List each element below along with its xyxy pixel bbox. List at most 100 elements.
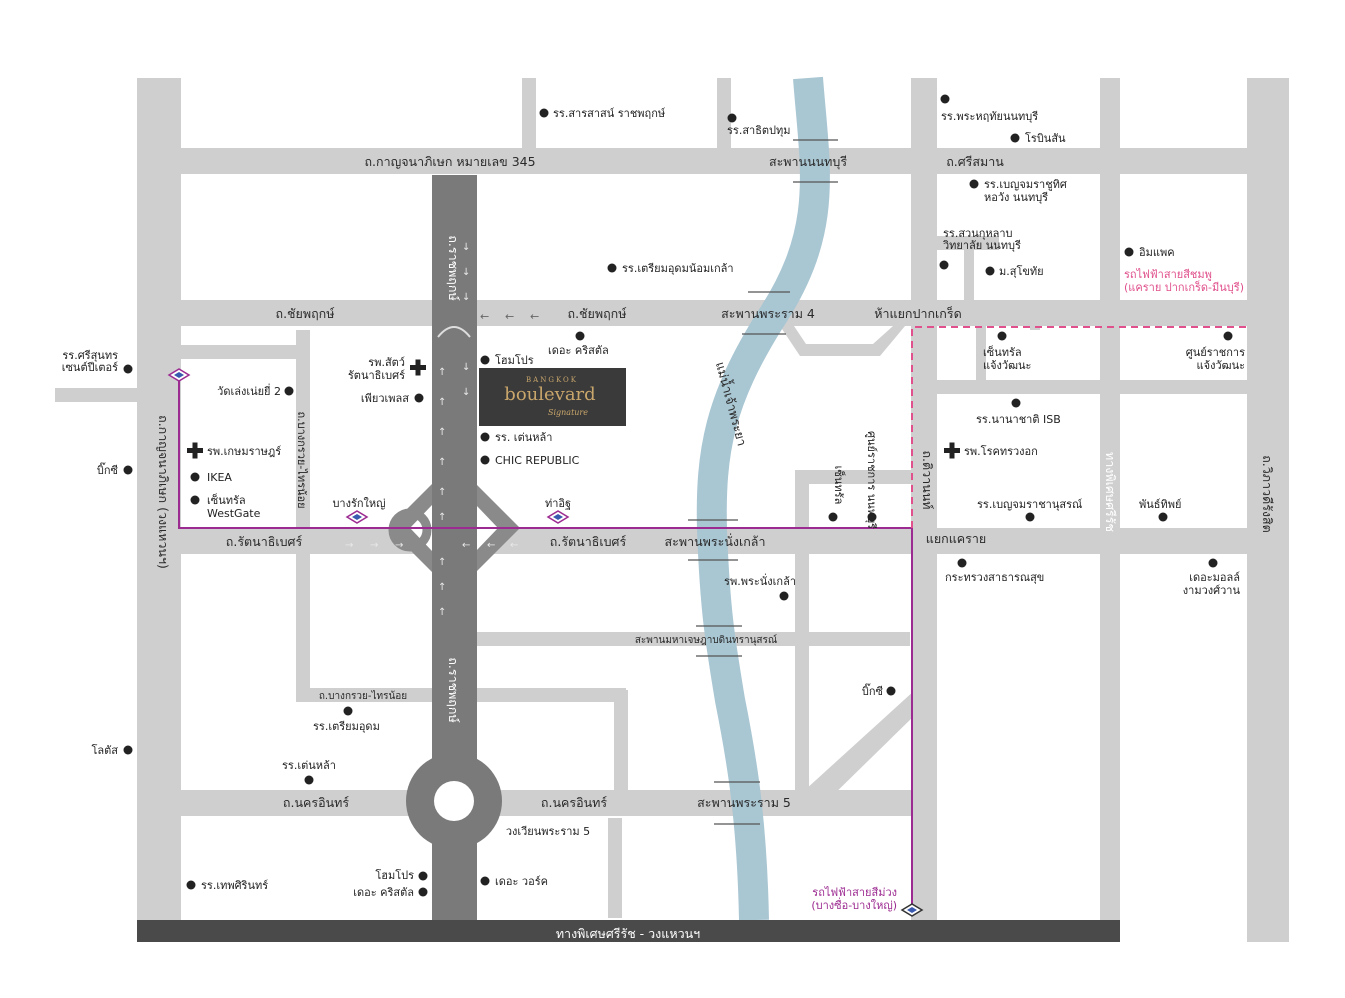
label-sriman: ถ.ศรีสมาน xyxy=(946,154,1004,169)
label-chaiyaphruek-mid: ถ.ชัยพฤกษ์ xyxy=(568,306,627,321)
purple-line xyxy=(178,375,913,905)
place-text: ศูนย์ราชการ xyxy=(1186,346,1245,359)
bridge-marks xyxy=(688,139,838,825)
place-the-walk: เดอะ วอร์ค xyxy=(495,875,548,888)
road-central-rt xyxy=(795,470,915,484)
label-kanchana-west: ถ.กาญจนาภิเษก (วงแหวนฯ) xyxy=(156,415,171,569)
place-satit-pathum: รร.สาธิตปทุม xyxy=(727,124,791,137)
road-east-stub xyxy=(1120,380,1250,394)
place-saint-peter: รร.ศรีสุนทรเซนต์ปีเตอร์ xyxy=(62,349,118,374)
svg-text:↑: ↑ xyxy=(438,512,446,523)
road-chaiyaphruek xyxy=(137,300,1289,326)
station-icon xyxy=(900,903,924,917)
svg-text:←: ← xyxy=(530,310,539,323)
place-lotus: โลตัส xyxy=(91,743,118,757)
label-rattanathibet-mid: ถ.รัตนาธิเบศร์ xyxy=(550,534,627,549)
logo-sub: Signature xyxy=(548,408,588,417)
label-bridge-rama5: สะพานพระราม 5 xyxy=(697,795,791,810)
place-text: รร.สวนกุหลาบ xyxy=(943,227,1013,240)
place-benjamarachanusorn: รร.เบญจมราชูทิศหอวัง นนทบุรี xyxy=(984,178,1067,204)
road-minor-1 xyxy=(614,690,628,790)
logo-main: boulevard xyxy=(504,384,595,405)
place-homepro-top: โฮมโปร xyxy=(495,353,534,367)
label-highway-345: ถ.กาญจนาภิเษก หมายเลข 345 xyxy=(364,154,535,169)
place-thephsirin: รร.เทพศิรินทร์ xyxy=(201,879,268,892)
place-labels: รร.สารสาสน์ ราชพฤกษ์ รร.สาธิตปทุม รร.พระ… xyxy=(62,107,1245,912)
place-bangkok-boat: บิ๊กซี xyxy=(97,462,119,477)
place-sarasas: รร.สารสาสน์ ราชพฤกษ์ xyxy=(553,107,665,120)
svg-text:←: ← xyxy=(505,310,514,323)
place-vet-hospital: รพ.สัตว์รัตนาธิเบศร์ xyxy=(348,356,405,382)
svg-text:←: ← xyxy=(480,310,489,323)
place-gov-center: ศูนย์ราชการแจ้งวัฒนะ xyxy=(1186,346,1245,372)
road-isb xyxy=(937,380,1109,394)
label-bridge-rama4: สะพานพระราม 4 xyxy=(721,306,815,321)
place-text: รถไฟฟ้าสายสีม่วง xyxy=(812,886,897,899)
place-text: รัตนาธิเบศร์ xyxy=(348,369,405,382)
label-khwae-junction: แยกแคราย xyxy=(926,531,986,546)
place-text: WestGate xyxy=(207,507,261,520)
place-benjamarachanusorn2: รร.เบญจมราชานุสรณ์ xyxy=(977,498,1082,511)
svg-text:→: → xyxy=(370,540,378,551)
label-bangkruai-v: ถ.บางกรวย-ไทรน้อย xyxy=(295,411,308,508)
station-icons xyxy=(167,368,924,917)
road-minor-4 xyxy=(964,250,974,300)
label-wiphawadi: ถ.วิภาวดีรังสิต xyxy=(1260,455,1275,533)
place-phrahruthai: รร.พระหฤทัยนนทบุรี xyxy=(941,110,1038,123)
label-ratchaphruek-top: ถ.ราชพฤกษ์ xyxy=(446,235,461,301)
place-ministry-justice: ศูนย์ราชการ นนทบุรี xyxy=(865,431,878,529)
road-satit xyxy=(717,78,731,152)
place-triamudom-nonklao: รร.เตรียมอุดมน้อมเกล้า xyxy=(622,262,734,275)
station-icon xyxy=(546,510,570,524)
logo-top: BANGKOK xyxy=(526,376,578,384)
place-text: เซ็นทรัล xyxy=(983,345,1022,359)
project-logo: BANGKOK boulevard Signature xyxy=(479,368,626,426)
place-ikea: IKEA xyxy=(207,471,232,484)
road-srirat-expressway xyxy=(1100,78,1120,942)
svg-text:↓: ↓ xyxy=(462,242,470,253)
place-text: รถไฟฟ้าสายสีชมพู xyxy=(1124,268,1212,281)
place-homepro-bottom: โฮมโปร xyxy=(375,868,414,882)
road-wiphawadi xyxy=(1247,78,1289,942)
cross-icon xyxy=(187,442,203,459)
svg-text:→: → xyxy=(395,540,403,551)
svg-text:←: ← xyxy=(462,540,470,551)
svg-text:↓: ↓ xyxy=(462,267,470,278)
place-kasemrad: รพ.เกษมราษฎร์ xyxy=(207,445,281,458)
svg-text:←: ← xyxy=(487,540,495,551)
place-bang-rak-yai: บางรักใหญ่ xyxy=(332,497,385,510)
road-minor-3 xyxy=(976,325,986,380)
road-kanchanaphisek-expressway xyxy=(137,920,1120,942)
place-text: วิทยาลัย นนทบุรี xyxy=(942,239,1021,252)
svg-text:↑: ↑ xyxy=(438,487,446,498)
label-chaiyaphruek-left: ถ.ชัยพฤกษ์ xyxy=(276,306,335,321)
place-text: (บางซื่อ-บางใหญ่) xyxy=(811,897,897,912)
label-tiwanon: ถ.ติวานนท์ xyxy=(920,450,935,509)
place-triamudom: รร.เตรียมอุดม xyxy=(313,720,380,733)
svg-text:↓: ↓ xyxy=(462,362,470,373)
place-the-mall: เดอะมอลล์งามวงศ์วาน xyxy=(1183,571,1241,597)
label-rama5-circle: วงเวียนพระราม 5 xyxy=(506,825,590,838)
logo-box xyxy=(479,368,626,426)
place-text: รร.ศรีสุนทร xyxy=(62,349,118,362)
road-lenpoi xyxy=(180,345,298,359)
place-isb: รร.นานาชาติ ISB xyxy=(976,413,1061,426)
purple-line-label: รถไฟฟ้าสายสีม่วง(บางซื่อ-บางใหญ่) xyxy=(811,886,897,912)
place-suankularb: รร.สวนกุหลาบวิทยาลัย นนทบุรี xyxy=(942,227,1021,252)
svg-text:↑: ↑ xyxy=(438,557,446,568)
road-minor-5 xyxy=(608,818,622,918)
station-icon xyxy=(345,510,369,524)
label-srirat: ทางพิเศษศรีรัช xyxy=(1103,452,1118,532)
place-text: งามวงศ์วาน xyxy=(1183,584,1241,597)
road-highway-345 xyxy=(137,148,1289,174)
place-tha-it: ท่าอิฐ xyxy=(545,497,571,510)
place-wat-lenpoi: วัดเล่งเน่ยยี่ 2 xyxy=(217,383,281,398)
station-icon xyxy=(167,368,191,382)
road-suankularb xyxy=(937,236,999,250)
svg-text:↑: ↑ xyxy=(438,427,446,438)
traffic-arrows: ↑↑↑↑↑↑ ↑↑↑ ↓↓↓ ↓↓ →→→ ←←← xyxy=(345,242,518,618)
label-rattanathibet-left: ถ.รัตนาธิเบศร์ xyxy=(226,534,303,549)
cross-icon xyxy=(944,442,960,459)
place-the-crystal-bottom: เดอะ คริสตัล xyxy=(353,886,414,899)
